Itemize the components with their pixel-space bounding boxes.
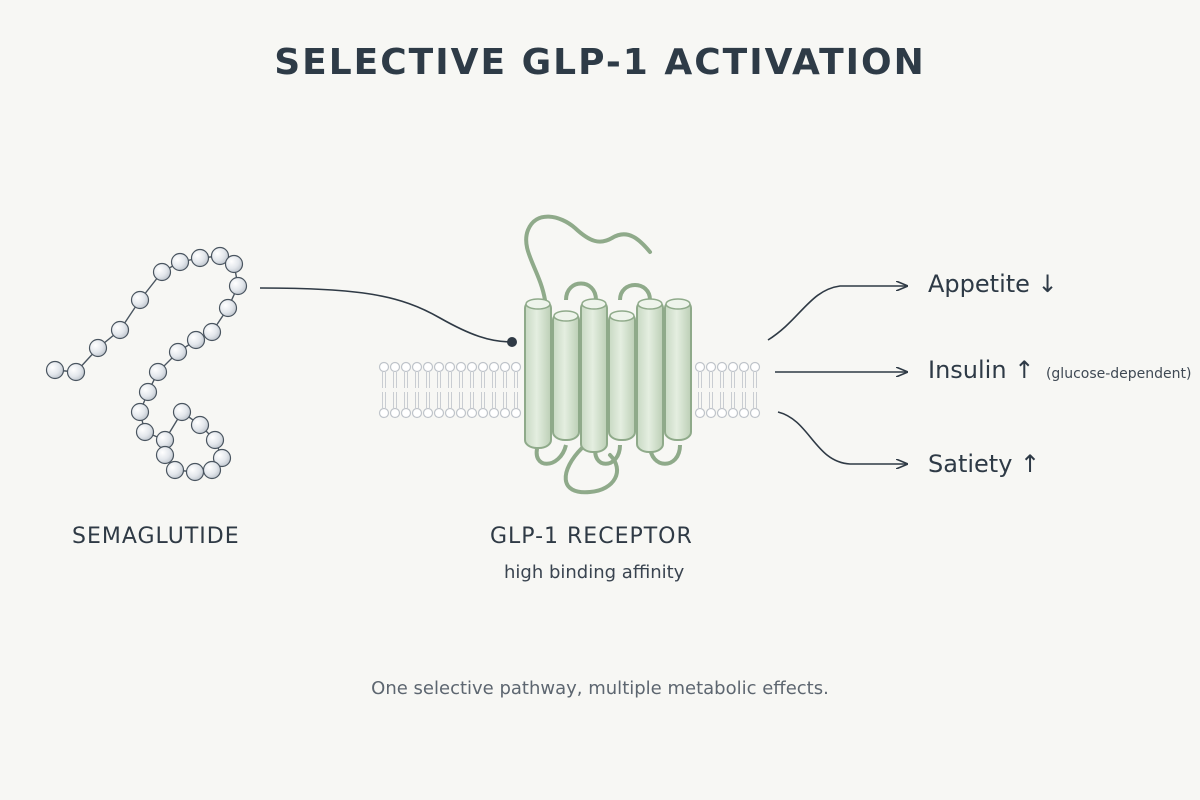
effect-note: (glucose-dependent)	[1045, 366, 1192, 382]
effect-insulin: Insulin ↑ (glucose-dependent)	[928, 356, 1191, 384]
page-title: SELECTIVE GLP-1 ACTIVATION	[274, 42, 926, 83]
receptor-label: GLP-1 RECEPTOR	[490, 524, 693, 549]
up-arrow-icon: ↑	[1014, 356, 1035, 384]
down-arrow-icon: ↓	[1037, 270, 1058, 298]
binding-site-dot	[507, 337, 517, 347]
gpcr-receptor-icon	[524, 214, 692, 495]
effect-arrow-appetite	[767, 286, 906, 341]
binding-connector	[259, 287, 513, 343]
effect-label: Appetite	[928, 270, 1030, 298]
up-arrow-icon: ↑	[1020, 450, 1041, 478]
effect-label: Satiety	[928, 450, 1013, 478]
molecule-label: SEMAGLUTIDE	[72, 524, 240, 549]
receptor-sublabel: high binding affinity	[504, 562, 685, 583]
peptide-chain-icon	[45, 246, 248, 482]
effect-satiety: Satiety ↑	[928, 450, 1040, 478]
effect-appetite: Appetite ↓	[928, 270, 1058, 298]
footer-caption: One selective pathway, multiple metaboli…	[371, 678, 829, 699]
effect-label: Insulin	[928, 356, 1007, 384]
lipid-bilayer-icon	[378, 361, 761, 419]
effect-arrow-satiety	[777, 411, 906, 464]
